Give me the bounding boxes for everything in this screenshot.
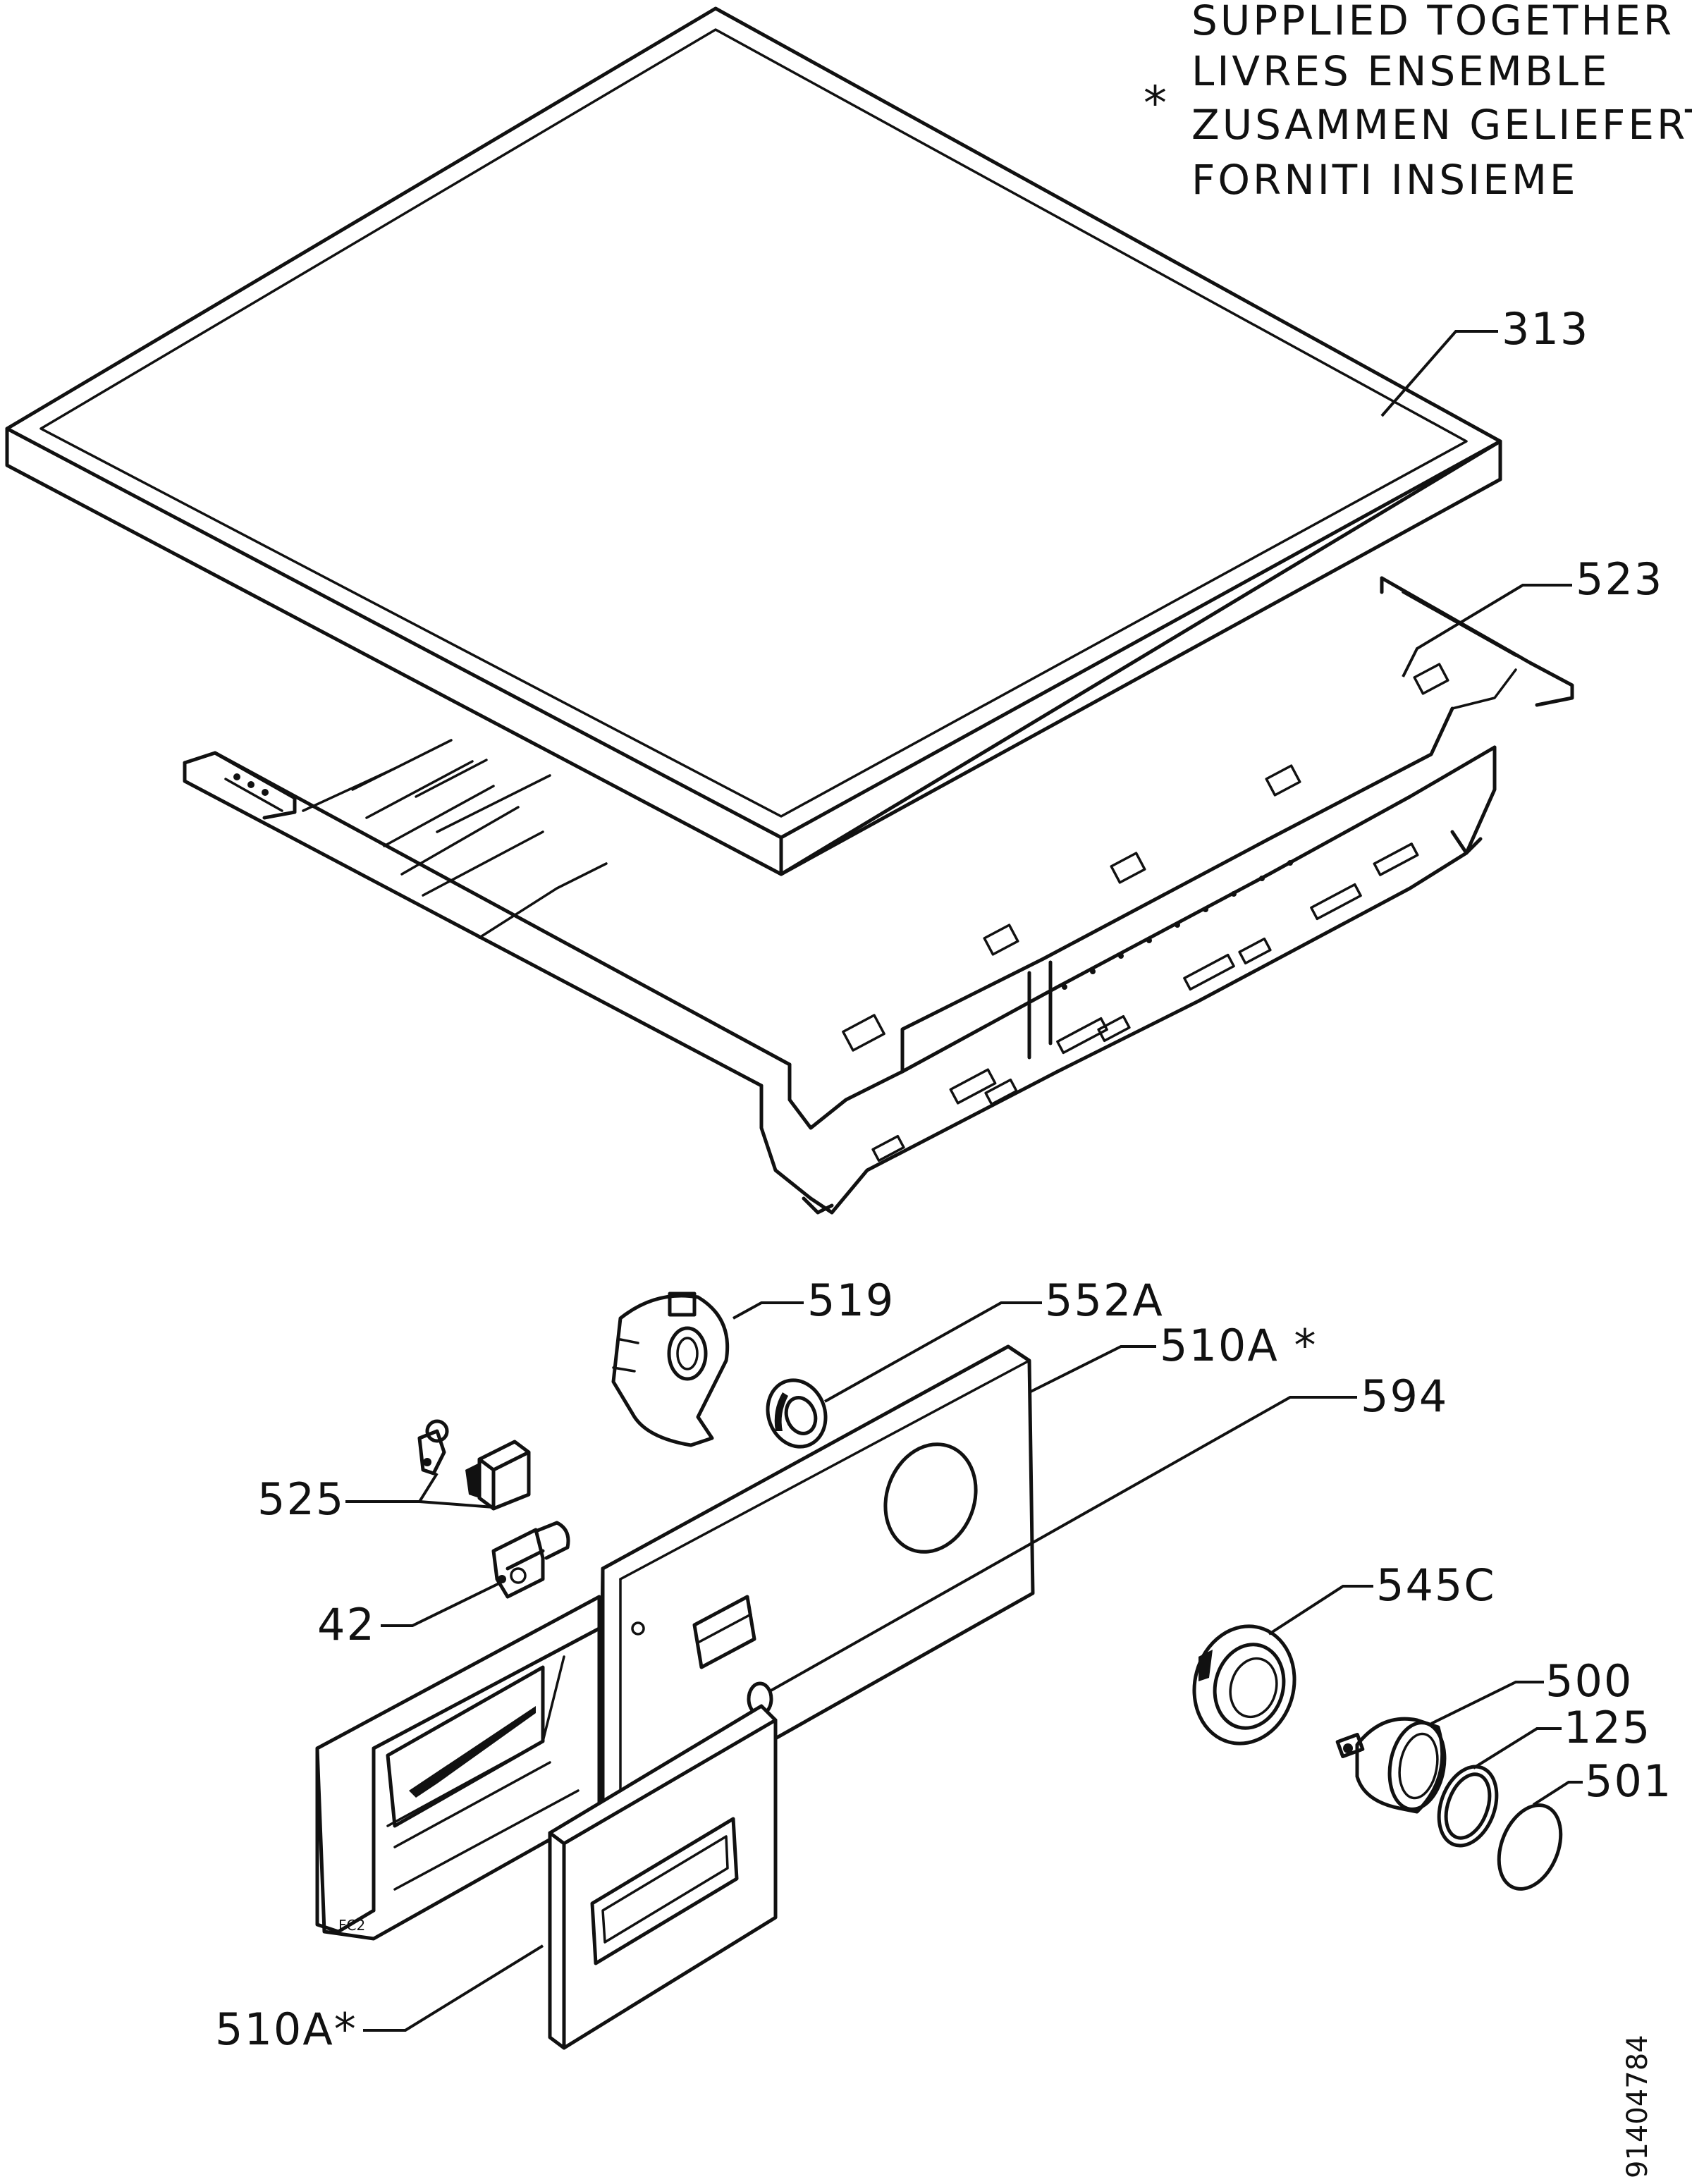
part-label-523: 523: [1576, 553, 1664, 605]
document-number: 91404784: [1622, 2035, 1654, 2178]
legend-line-en: SUPPLIED TOGETHER: [1191, 0, 1675, 44]
part-label-594: 594: [1361, 1370, 1449, 1422]
worktop-lid: [5, 6, 1502, 876]
legend-line-de: ZUSAMMEN GELIEFERT: [1191, 101, 1692, 149]
part-label-510a-top: 510A *: [1160, 1320, 1318, 1371]
switch-assembly: [417, 1419, 531, 1511]
part-label-125: 125: [1564, 1702, 1652, 1753]
part-label-552a: 552A: [1045, 1275, 1164, 1326]
legend-line-it: FORNITI INSIEME: [1191, 156, 1578, 204]
legend-asterisk: *: [1144, 76, 1167, 130]
control-knob: [1335, 1717, 1447, 1814]
knob-bezel: [1192, 1624, 1296, 1746]
legend-line-fr: LIVRES ENSEMBLE: [1191, 47, 1610, 95]
part-label-519: 519: [807, 1275, 895, 1326]
part-label-313: 313: [1502, 303, 1590, 355]
part-label-42: 42: [317, 1599, 376, 1650]
svg-text:FC2: FC2: [338, 1917, 365, 1934]
bezel-ring: [766, 1378, 828, 1449]
lamp-holder: [491, 1521, 570, 1599]
part-label-500: 500: [1545, 1655, 1633, 1707]
selector-bracket: [611, 1292, 730, 1447]
part-label-510a-bottom: 510A*: [215, 2004, 357, 2055]
part-label-501: 501: [1585, 1755, 1673, 1807]
part-label-525: 525: [257, 1473, 345, 1525]
dispenser-drawer: FC2: [315, 1595, 601, 1941]
control-panel-frame: [183, 576, 1574, 1215]
knob-ring: [1437, 1765, 1499, 1848]
drawer-handle-plate: [548, 1704, 778, 2050]
part-label-545c: 545C: [1376, 1559, 1496, 1611]
leader-lines: [345, 330, 1583, 2032]
knob-cap: [1497, 1803, 1563, 1891]
